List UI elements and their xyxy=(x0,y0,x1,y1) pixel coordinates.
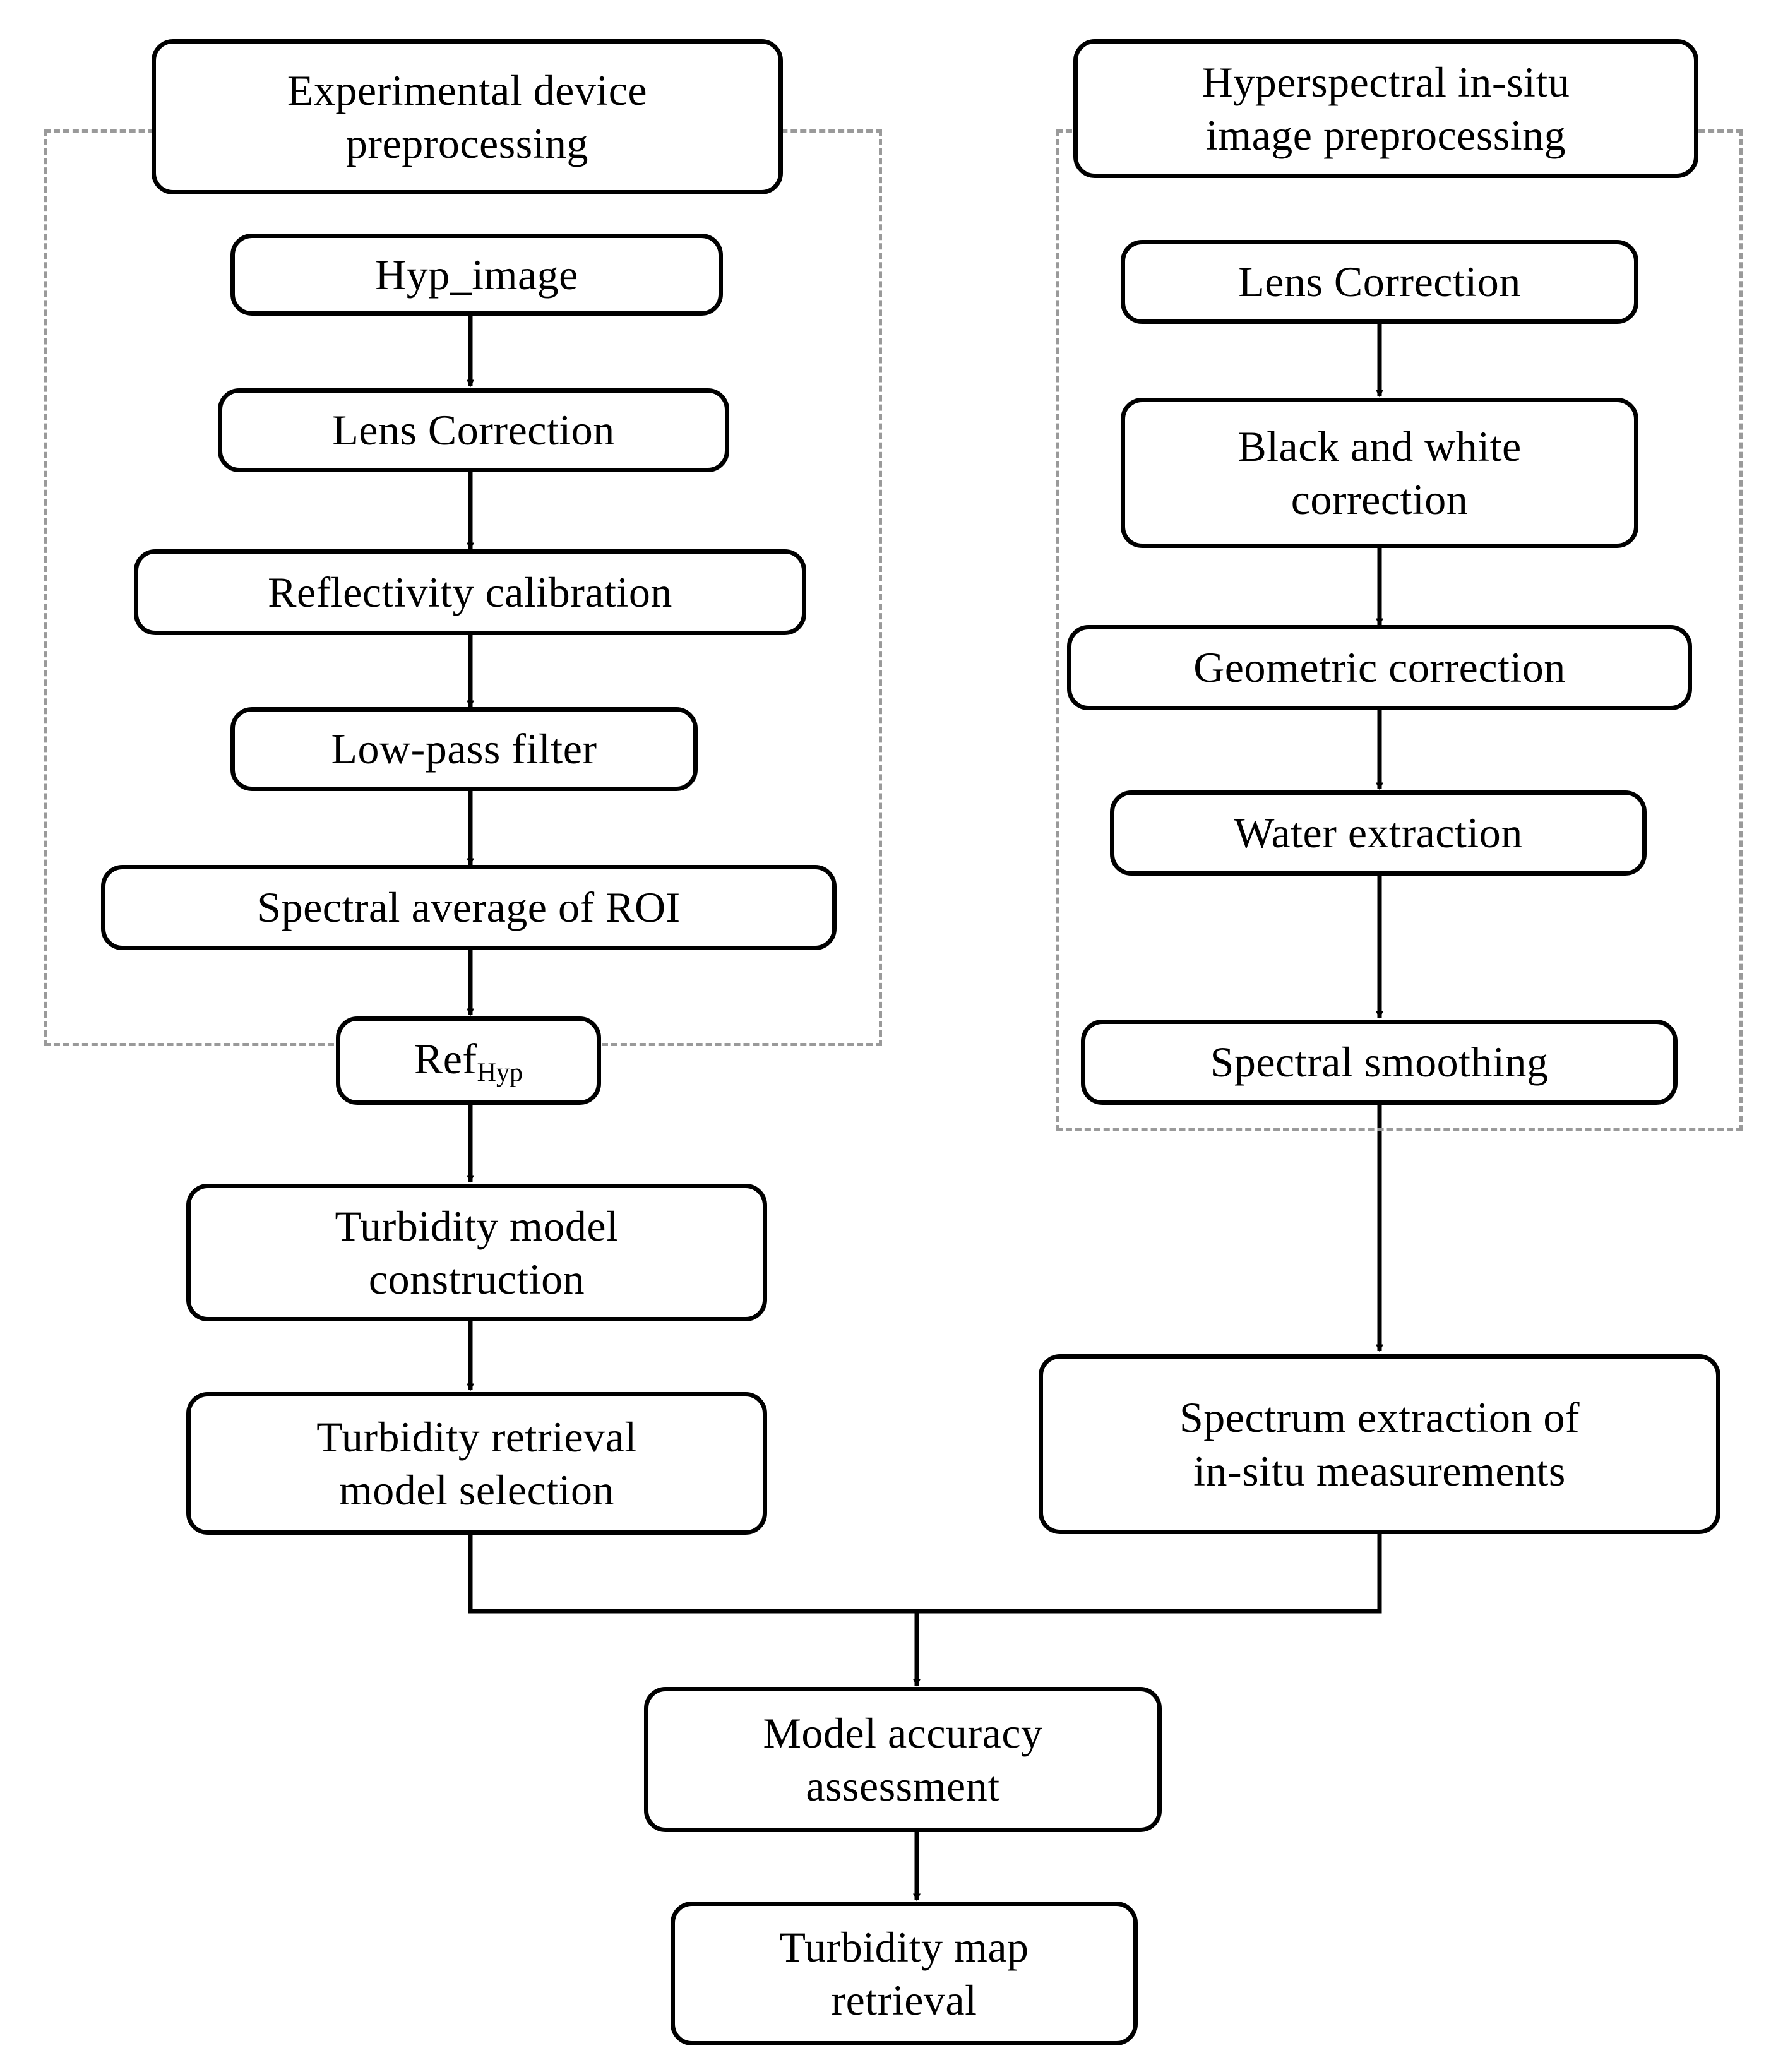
node-label-lens-correction-left: Lens Correction xyxy=(332,406,615,455)
node-label-spectral-smoothing: Spectral smoothing xyxy=(1210,1038,1549,1087)
node-turbidity-retrieval-model-selection[interactable]: Turbidity retrieval model selection xyxy=(186,1392,767,1535)
node-label-low-pass-filter: Low-pass filter xyxy=(331,725,597,773)
node-label-hyp-image: Hyp_image xyxy=(375,250,578,299)
node-label-ref-hyp-base: Ref xyxy=(414,1034,477,1083)
node-label-black-and-white-correction: Black and white correction xyxy=(1237,422,1522,523)
node-label-model-accuracy-assessment: Model accuracy assessment xyxy=(763,1708,1043,1810)
node-turbidity-model-construction[interactable]: Turbidity model construction xyxy=(186,1184,767,1321)
node-label-ref-hyp-subscript: Hyp xyxy=(477,1057,523,1088)
node-label-turbidity-model-construction: Turbidity model construction xyxy=(335,1201,619,1303)
node-hyp-image[interactable]: Hyp_image xyxy=(230,234,723,316)
node-black-and-white-correction[interactable]: Black and white correction xyxy=(1121,398,1638,548)
node-experimental-device-preprocessing[interactable]: Experimental device preprocessing xyxy=(152,39,783,194)
node-spectral-smoothing[interactable]: Spectral smoothing xyxy=(1081,1020,1678,1105)
node-spectral-average-of-roi[interactable]: Spectral average of ROI xyxy=(101,865,837,950)
node-label-lens-correction-right: Lens Correction xyxy=(1238,258,1521,306)
edge-merge-junction xyxy=(468,1533,1382,1614)
node-label-spectrum-extraction-insitu: Spectrum extraction of in-situ measureme… xyxy=(1179,1393,1580,1495)
node-spectrum-extraction-insitu[interactable]: Spectrum extraction of in-situ measureme… xyxy=(1039,1354,1720,1534)
node-hyperspectral-insitu-image-preprocessing[interactable]: Hyperspectral in-situ image preprocessin… xyxy=(1073,39,1698,178)
node-model-accuracy-assessment[interactable]: Model accuracy assessment xyxy=(644,1687,1162,1832)
node-reflectivity-calibration[interactable]: Reflectivity calibration xyxy=(134,549,806,635)
node-label-experimental-device-preprocessing: Experimental device preprocessing xyxy=(287,66,648,167)
node-low-pass-filter[interactable]: Low-pass filter xyxy=(230,707,698,791)
node-label-hyperspectral-insitu-image-preprocessing: Hyperspectral in-situ image preprocessin… xyxy=(1202,57,1570,159)
node-ref-hyp[interactable]: RefHyp xyxy=(336,1016,601,1105)
node-geometric-correction[interactable]: Geometric correction xyxy=(1067,625,1692,710)
node-label-ref-hyp: RefHyp xyxy=(414,1032,523,1090)
node-label-turbidity-map-retrieval: Turbidity map retrieval xyxy=(779,1922,1029,2024)
node-turbidity-map-retrieval[interactable]: Turbidity map retrieval xyxy=(671,1902,1138,2045)
node-label-water-extraction: Water extraction xyxy=(1234,809,1523,857)
node-water-extraction[interactable]: Water extraction xyxy=(1110,790,1647,876)
node-label-turbidity-retrieval-model-selection: Turbidity retrieval model selection xyxy=(316,1412,637,1514)
node-label-spectral-average-of-roi: Spectral average of ROI xyxy=(257,883,681,932)
edge-retrieval-to-junction xyxy=(468,1533,917,1614)
edge-spectrum-to-junction xyxy=(917,1533,1382,1614)
node-label-geometric-correction: Geometric correction xyxy=(1193,643,1566,692)
node-lens-correction-left[interactable]: Lens Correction xyxy=(218,388,729,472)
node-lens-correction-right[interactable]: Lens Correction xyxy=(1121,240,1638,324)
node-label-reflectivity-calibration: Reflectivity calibration xyxy=(268,568,672,616)
